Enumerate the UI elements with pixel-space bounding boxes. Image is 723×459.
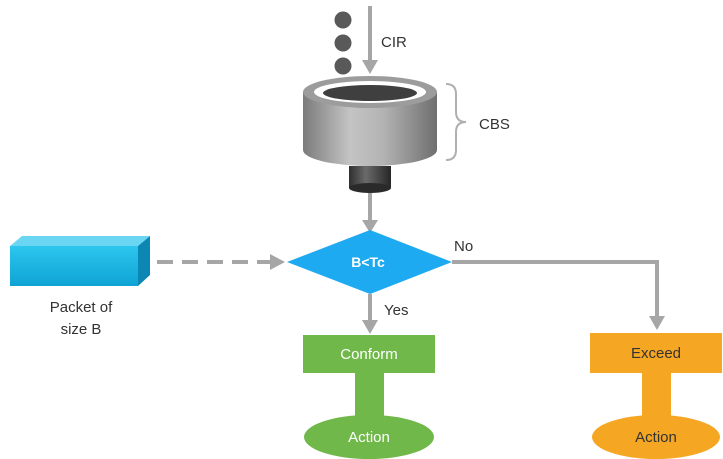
yes-label: Yes [384,302,408,319]
packet-box [10,236,150,286]
conform-action-ellipse [304,415,434,459]
cbs-label: CBS [479,116,510,133]
exceed-node [590,333,722,459]
cbs-brace [445,83,467,161]
packet-to-decision-arrow [157,254,285,270]
bucket-to-decision-arrow [362,193,378,233]
packet-label-line1: Packet of [50,299,113,316]
conform-label: Conform [340,346,398,363]
bucket-cylinder [303,76,437,166]
conform-stem [355,372,384,422]
bucket-nozzle [349,166,391,193]
conform-action-label: Action [348,429,390,446]
no-branch-arrow [452,260,665,330]
no-label: No [454,238,473,255]
token-drops [334,11,352,75]
exceed-action-ellipse [592,415,720,459]
cir-label: CIR [381,34,407,51]
token-3 [334,57,352,75]
cir-arrow [362,6,378,74]
exceed-stem [642,372,671,422]
token-1 [334,11,352,29]
exceed-box [590,333,722,373]
exceed-action-label: Action [635,429,677,446]
packet-label-line2: size B [61,321,102,338]
yes-branch-arrow [362,294,378,334]
decision-label: B<Tc [351,254,385,270]
token-2 [334,34,352,52]
conform-box [303,335,435,373]
conform-node [303,335,435,459]
exceed-label: Exceed [631,345,681,362]
decision-diamond [287,230,452,294]
